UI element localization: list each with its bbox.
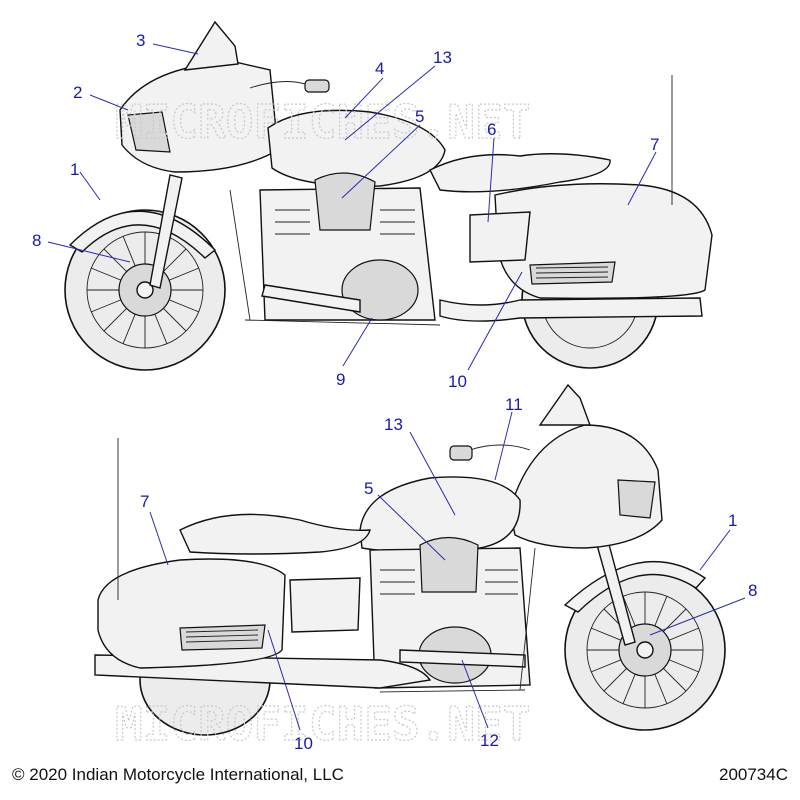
callout-8-top: 8 xyxy=(32,231,41,250)
callouts-top: 3 2 4 13 5 6 7 1 8 9 10 xyxy=(32,31,659,391)
callouts-bottom: 11 13 5 7 1 8 10 12 xyxy=(140,395,757,753)
watermark-bottom: MICROFICHES.NET xyxy=(115,697,530,751)
callout-4-top: 4 xyxy=(375,59,384,78)
motorcycle-top-view xyxy=(64,20,713,371)
callout-9-top: 9 xyxy=(336,370,345,389)
callout-7-bottom: 7 xyxy=(140,492,149,511)
callout-10-bottom: 10 xyxy=(294,734,313,753)
callout-10-top: 10 xyxy=(448,372,467,391)
callout-13-bottom: 13 xyxy=(384,415,403,434)
callout-11-bottom: 11 xyxy=(505,395,523,414)
callout-2-top: 2 xyxy=(73,83,82,102)
callout-1-bottom: 1 xyxy=(728,511,737,530)
callout-5-bottom: 5 xyxy=(364,479,373,498)
callout-7-top: 7 xyxy=(650,135,659,154)
motorcycle-bottom-view xyxy=(94,383,726,736)
callout-6-top: 6 xyxy=(487,120,496,139)
copyright-text: © 2020 Indian Motorcycle International, … xyxy=(12,765,344,784)
callout-13-top: 13 xyxy=(433,48,452,67)
callout-8-bottom: 8 xyxy=(748,581,757,600)
diagram-code: 200734C xyxy=(718,765,788,784)
callout-12-bottom: 12 xyxy=(480,731,499,750)
callout-1-top: 1 xyxy=(70,160,79,179)
callout-3-top: 3 xyxy=(136,31,145,50)
callout-5-top: 5 xyxy=(415,107,424,126)
watermark-top: MICROFICHES.NET xyxy=(115,95,530,149)
